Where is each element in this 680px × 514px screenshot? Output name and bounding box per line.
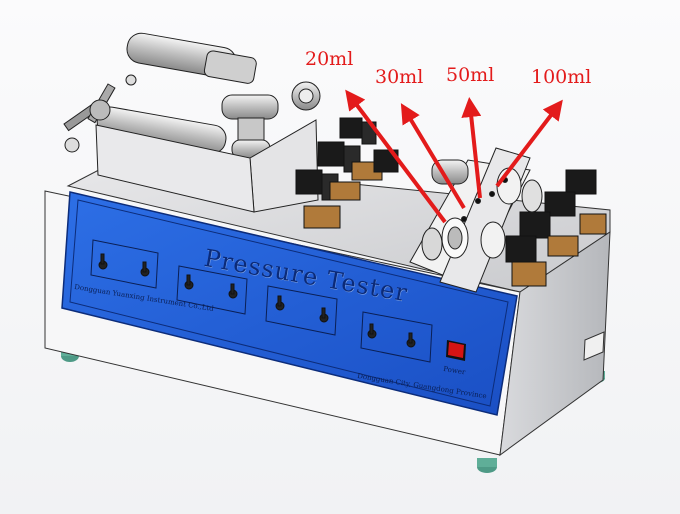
arrow-50ml xyxy=(461,97,482,199)
cylinder-rack xyxy=(409,147,543,293)
label-20ml: 20ml xyxy=(305,48,354,70)
label-100ml: 100ml xyxy=(531,66,592,88)
solenoid-valves-right xyxy=(505,169,607,287)
arrow-100ml xyxy=(495,99,563,188)
power-button[interactable] xyxy=(446,340,466,361)
arrow-30ml xyxy=(400,103,466,210)
toggle-switches xyxy=(98,253,416,348)
switch-groups xyxy=(90,239,433,363)
label-30ml: 30ml xyxy=(375,66,424,88)
label-50ml: 50ml xyxy=(446,64,495,86)
control-panel xyxy=(61,191,518,416)
arrow-20ml xyxy=(345,89,447,224)
callout-arrows xyxy=(345,89,563,224)
solenoid-valves-left xyxy=(295,117,399,229)
